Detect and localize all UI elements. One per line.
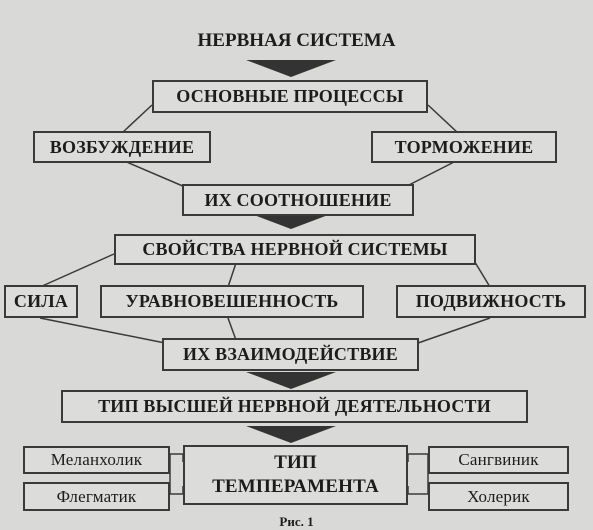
box-hna-type: ТИП ВЫСШЕЙ НЕРВНОЙ ДЕЯТЕЛЬНОСТИ — [61, 390, 528, 423]
box-melancholic: Меланхолик — [23, 446, 170, 474]
box-strength: СИЛА — [4, 285, 78, 318]
temperament-line-1: ТИП — [274, 452, 317, 473]
temperament-line-2: ТЕМПЕРАМЕНТА — [212, 476, 379, 497]
box-excitation: ВОЗБУЖДЕНИЕ — [33, 131, 211, 163]
box-choleric: Холерик — [428, 482, 569, 511]
link-mobility-interaction — [417, 317, 491, 344]
box-interaction: ИХ ВЗАИМОДЕЙСТВИЕ — [162, 338, 419, 371]
arrow-down-1 — [246, 60, 336, 77]
link-processes-inhibition — [427, 104, 459, 134]
arrow-down-2 — [246, 212, 336, 229]
figure-caption: Рис. 1 — [279, 514, 314, 529]
box-temperament-type: ТИП ТЕМПЕРАМЕНТА — [183, 445, 408, 505]
arrow-down-3 — [246, 372, 336, 389]
box-balance: УРАВНОВЕШЕННОСТЬ — [100, 285, 364, 318]
box-their-ratio: ИХ СООТНОШЕНИЕ — [182, 184, 414, 216]
link-properties-balance — [227, 262, 237, 288]
arrow-down-4 — [246, 426, 336, 443]
box-inhibition: ТОРМОЖЕНИЕ — [371, 131, 557, 163]
link-balance-interaction — [227, 317, 237, 341]
box-ns-properties: СВОЙСТВА НЕРВНОЙ СИСТЕМЫ — [114, 234, 476, 265]
box-phlegmatic: Флегматик — [23, 482, 170, 511]
box-sanguine: Сангвиник — [428, 446, 569, 474]
link-inhibition-ratio — [404, 159, 459, 188]
link-properties-strength — [39, 253, 115, 288]
box-mobility: ПОДВИЖНОСТЬ — [396, 285, 586, 318]
box-main-processes: ОСНОВНЫЕ ПРОЦЕССЫ — [152, 80, 428, 113]
diagram-title: НЕРВНАЯ СИСТЕМА — [197, 30, 396, 51]
link-temperament-right — [407, 453, 429, 495]
link-excitation-ratio — [121, 159, 186, 188]
link-strength-interaction — [39, 317, 166, 344]
link-temperament-left — [169, 453, 184, 495]
link-processes-excitation — [121, 104, 153, 134]
